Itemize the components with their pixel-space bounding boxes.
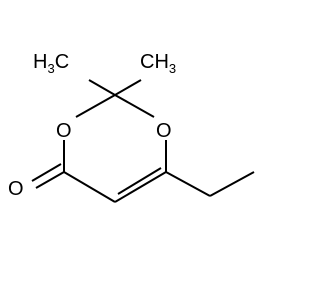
molecule-diagram: H3C CH3 O O O (8, 51, 255, 203)
atom-label-ring-oxygen-right: O (156, 120, 172, 142)
bond-methyl-right-to-c2 (114, 79, 142, 96)
atom-label-methyl-left: H3C (33, 51, 69, 76)
atom-label-methyl-right: CH3 (140, 51, 176, 76)
bond-c5-to-c6-double (117, 167, 162, 195)
bond-ethyl-ch2-to-ch3 (209, 171, 255, 197)
bond-c4-to-c5 (63, 171, 116, 203)
bond-c2-to-o-right (114, 94, 155, 118)
atom-label-carbonyl-oxygen: O (8, 178, 24, 200)
bond-c4-to-carbonyl-o (35, 171, 65, 189)
bond-c6-to-ethyl-ch2 (165, 171, 211, 197)
bond-c5-to-c6 (114, 171, 167, 203)
bond-c2-to-o-left (75, 94, 116, 118)
bond-c4-to-carbonyl-o-double (31, 163, 62, 182)
atom-label-ring-oxygen-left: O (56, 120, 72, 142)
bond-methyl-left-to-c2 (88, 79, 116, 96)
structure-canvas: H3C CH3 O O O (8, 51, 255, 203)
